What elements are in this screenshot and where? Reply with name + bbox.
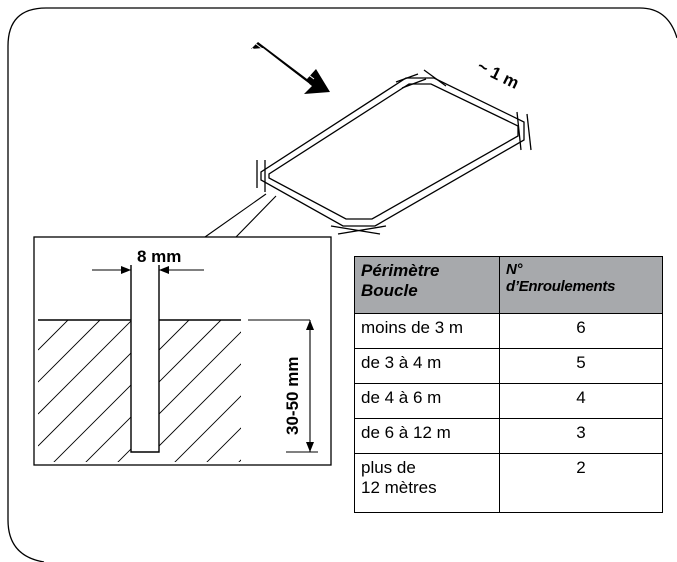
- turns-cell: 5: [499, 348, 663, 384]
- detail-box: [33, 236, 332, 466]
- ground-hatching: [38, 320, 241, 462]
- outer-border: [7, 7, 677, 562]
- turns-table: Périmètre Boucle N° d’Enroulements moins…: [354, 256, 663, 513]
- depth-dimension: [286, 320, 318, 453]
- table-header-row: Périmètre Boucle N° d’Enroulements: [354, 256, 663, 314]
- table-row: de 6 à 12 m 3: [354, 418, 663, 454]
- table-row: de 3 à 4 m 5: [354, 348, 663, 384]
- direction-arrow-icon: [251, 39, 330, 94]
- turns-cell: 3: [499, 418, 663, 454]
- perimeter-cell: plus de 12 mètres: [354, 453, 500, 513]
- loop-outline: [260, 77, 525, 227]
- zoom-callout-lines: [204, 193, 277, 238]
- width-label: 8 mm: [137, 247, 181, 266]
- width-dimension: [92, 266, 204, 274]
- perimeter-cell: de 6 à 12 m: [354, 418, 500, 454]
- header-perimeter: Périmètre Boucle: [354, 256, 500, 314]
- turns-cell: 6: [499, 313, 663, 349]
- turns-cell: 4: [499, 383, 663, 419]
- header-turns: N° d’Enroulements: [499, 256, 663, 314]
- loop-corner-ticks: [256, 69, 532, 235]
- perimeter-cell: moins de 3 m: [354, 313, 500, 349]
- length-label: ~ 1 m: [474, 57, 522, 93]
- turns-cell: 2: [499, 453, 663, 513]
- depth-label: 30-50 mm: [283, 357, 302, 435]
- slot-cut: [38, 265, 310, 453]
- perimeter-cell: de 4 à 6 m: [354, 383, 500, 419]
- table-row: de 4 à 6 m 4: [354, 383, 663, 419]
- perimeter-cell: de 3 à 4 m: [354, 348, 500, 384]
- table-row: plus de 12 mètres 2: [354, 453, 663, 513]
- table-row: moins de 3 m 6: [354, 313, 663, 349]
